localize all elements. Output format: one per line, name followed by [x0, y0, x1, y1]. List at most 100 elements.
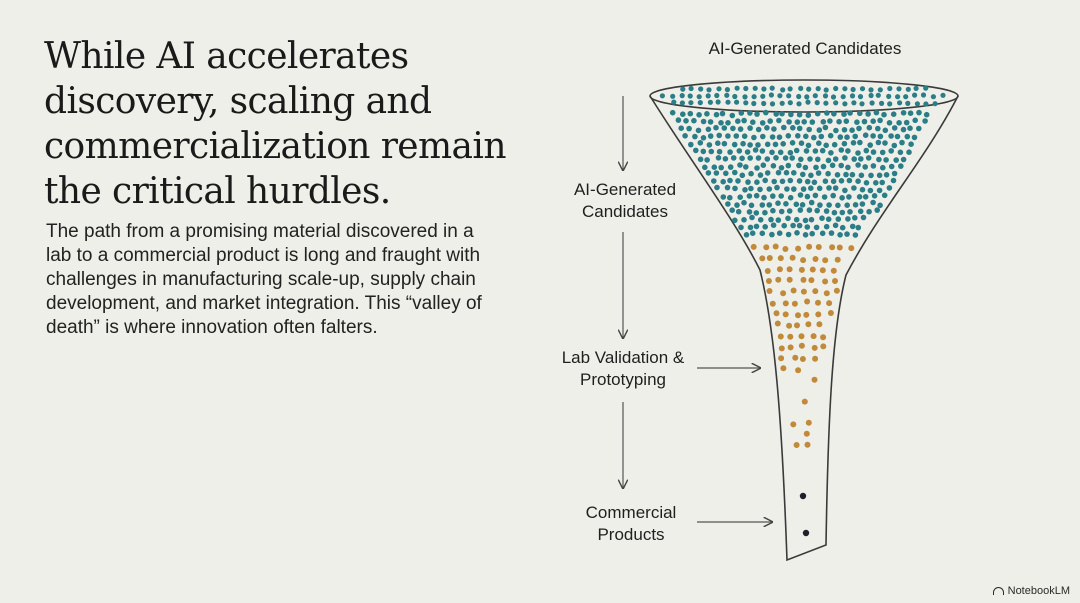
candidate-dot: [754, 179, 760, 185]
candidate-dot: [829, 244, 836, 251]
notebooklm-icon: [992, 587, 1004, 595]
candidate-dot: [769, 134, 776, 140]
candidate-dot: [862, 132, 869, 138]
candidate-dot: [785, 231, 792, 238]
candidate-dot: [879, 179, 885, 186]
candidate-dot: [659, 93, 666, 99]
candidate-dot: [715, 140, 721, 146]
candidate-dot: [814, 207, 820, 214]
candidate-dot: [815, 311, 822, 318]
candidate-dot: [695, 127, 702, 134]
candidate-dot: [842, 101, 848, 107]
candidate-dot: [852, 215, 858, 221]
candidate-dot: [776, 266, 783, 273]
candidate-dot: [770, 163, 777, 169]
candidate-dot: [900, 156, 907, 163]
candidate-dot: [857, 208, 864, 215]
candidate-dot: [877, 133, 884, 140]
candidate-dot: [704, 111, 710, 117]
candidate-dot: [707, 133, 714, 139]
candidate-dot: [725, 120, 731, 126]
candidate-dot: [877, 117, 883, 124]
candidate-dot: [886, 185, 893, 191]
candidate-dot: [825, 216, 832, 222]
candidate-dot: [751, 134, 757, 141]
candidate-dot: [798, 266, 805, 273]
candidate-dot: [820, 119, 827, 125]
candidate-dot: [700, 118, 707, 125]
candidate-dot: [856, 194, 863, 200]
candidate-dot: [776, 134, 783, 140]
candidate-dot: [830, 267, 837, 274]
stage-label-lab-validation: Lab Validation & Prototyping: [561, 348, 685, 389]
candidate-dot: [769, 149, 775, 156]
candidate-dot: [912, 117, 918, 124]
candidate-dot: [669, 109, 676, 116]
candidate-dot: [800, 186, 807, 192]
candidate-dot: [845, 148, 851, 154]
candidate-dot: [829, 162, 836, 169]
candidate-dot: [851, 185, 857, 191]
candidate-dot: [865, 155, 872, 161]
candidate-dot: [760, 162, 767, 168]
candidate-dot: [720, 194, 727, 200]
candidate-dot: [852, 202, 859, 208]
candidate-dot: [856, 125, 862, 132]
candidate-dot: [757, 172, 764, 178]
candidate-dot: [687, 110, 694, 117]
candidate-dot: [778, 355, 785, 362]
candidate-dot: [798, 333, 805, 340]
candidate-dot: [806, 126, 812, 133]
candidate-dot: [715, 155, 722, 161]
candidate-dot: [741, 199, 747, 206]
candidate-dot: [897, 149, 904, 156]
candidate-dot: [705, 93, 711, 99]
candidate-dot: [683, 118, 689, 124]
candidate-dot: [860, 214, 867, 221]
candidate-dot: [761, 100, 767, 107]
candidate-dot: [821, 194, 828, 200]
candidate-dot: [837, 134, 844, 140]
candidate-dot: [832, 156, 839, 162]
candidate-dot: [877, 202, 883, 209]
candidate-dot: [770, 207, 776, 214]
candidate-dot: [866, 208, 872, 215]
candidate-dot: [803, 133, 809, 140]
candidate-dot: [787, 149, 794, 156]
candidate-dot: [805, 321, 812, 328]
candidate-dot: [770, 222, 777, 228]
candidate-dot: [852, 133, 858, 140]
candidate-dot: [822, 178, 829, 184]
candidate-dot: [725, 201, 731, 207]
candidate-dot: [891, 142, 898, 149]
candidate-dot: [814, 110, 821, 117]
candidate-dot: [923, 85, 929, 91]
candidate-dot: [743, 100, 749, 106]
candidate-dot: [862, 164, 868, 170]
funnel-outline: [649, 95, 959, 562]
candidate-dot: [873, 180, 879, 186]
candidate-dot: [732, 185, 738, 192]
candidate-dot: [777, 333, 784, 340]
candidate-dot: [760, 93, 766, 99]
candidate-dot: [706, 142, 713, 148]
candidate-dot: [859, 186, 866, 193]
candidate-dot: [900, 110, 907, 116]
candidate-dot: [815, 170, 822, 176]
candidate-dot: [742, 187, 748, 193]
candidate-dot: [789, 254, 796, 261]
stage-label-commercial: Commercial Products: [585, 503, 677, 544]
candidate-dot: [812, 256, 819, 262]
candidate-dot: [748, 185, 754, 192]
candidate-dot: [843, 118, 850, 124]
candidate-dot: [905, 86, 911, 92]
candidate-dot: [731, 141, 738, 148]
candidate-dot: [778, 345, 785, 352]
candidate-dot: [867, 187, 874, 194]
candidate-dot: [708, 148, 715, 155]
candidate-dot: [780, 141, 786, 147]
candidate-dot: [804, 224, 811, 230]
candidate-dot: [718, 164, 724, 171]
candidate-dot: [759, 148, 766, 154]
